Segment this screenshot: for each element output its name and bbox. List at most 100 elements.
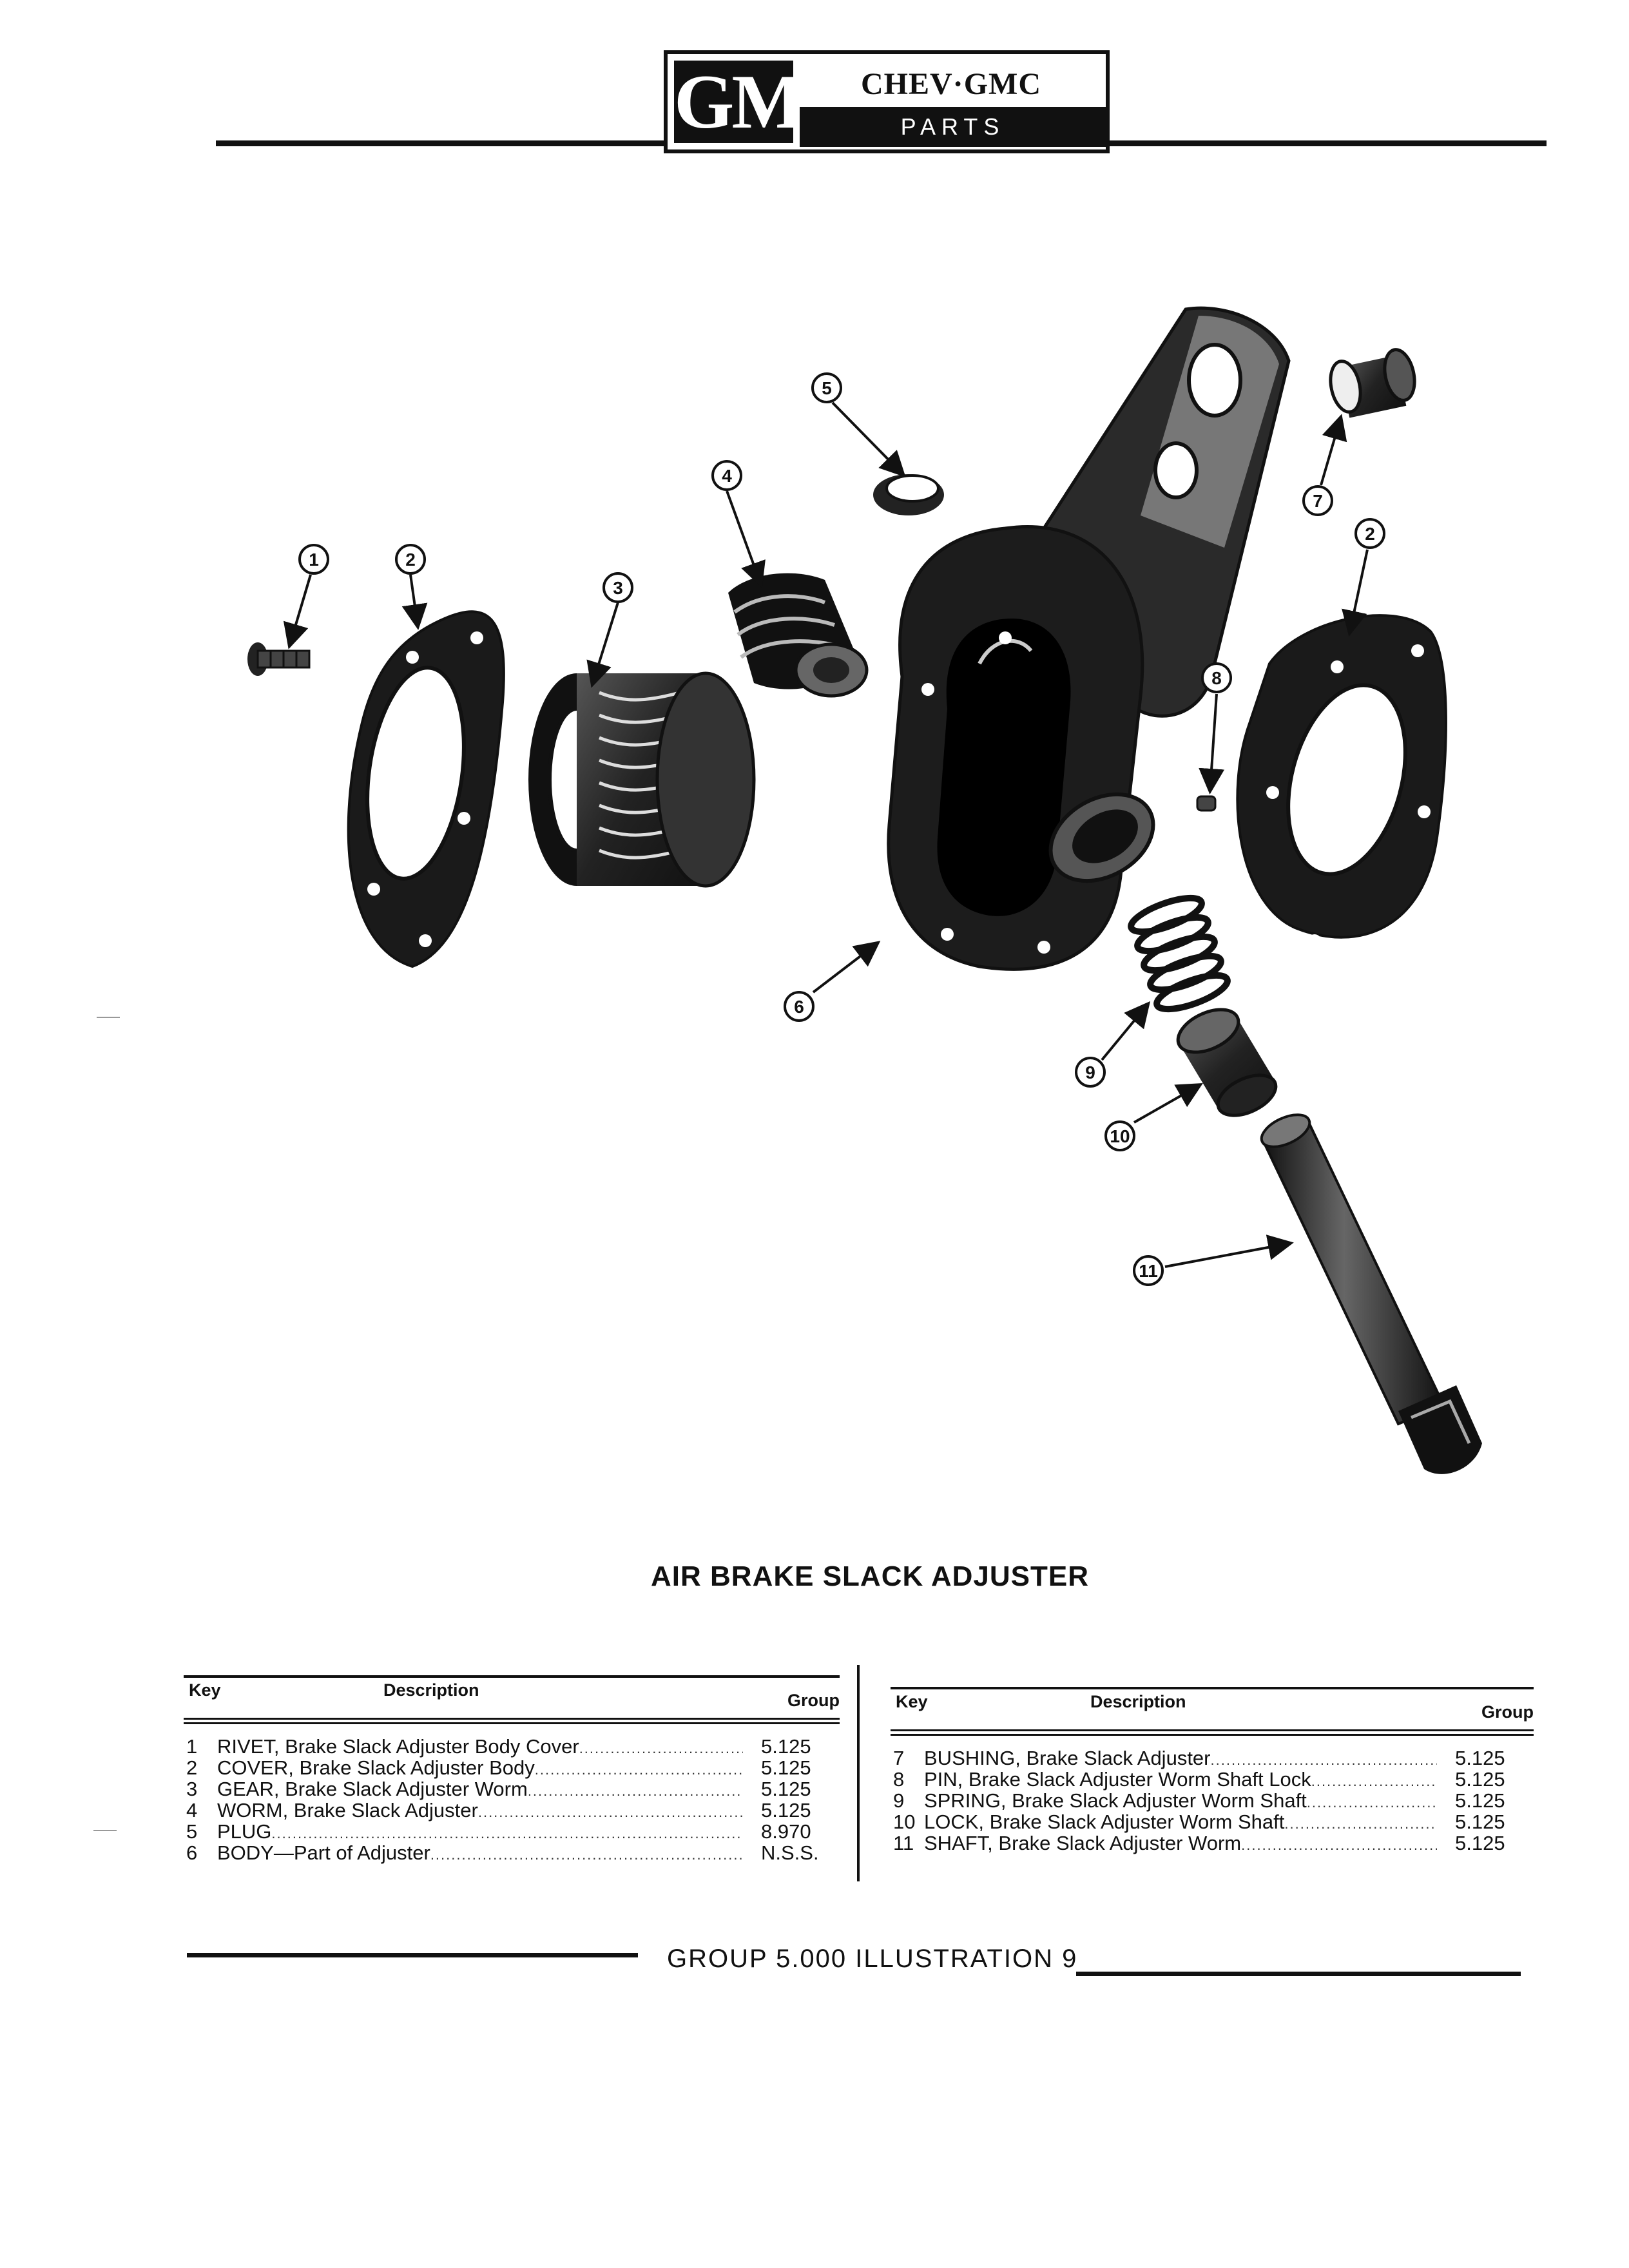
table-row: 8 PIN, Brake Slack Adjuster Worm Shaft Lo…: [891, 1769, 1534, 1790]
gm-logo-mark: GM: [674, 59, 805, 144]
part-description-text: RIVET, Brake Slack Adjuster Body Cover: [217, 1736, 579, 1758]
part-plug: [873, 474, 944, 515]
footer-rule-left: [187, 1953, 638, 1957]
table-row: 1 RIVET, Brake Slack Adjuster Body Cover 5…: [184, 1736, 840, 1757]
part-key: 10: [893, 1811, 916, 1833]
callout-number: 4: [722, 466, 732, 486]
part-group: 5.125: [761, 1799, 811, 1821]
callout-number: 5: [822, 378, 832, 398]
part-worm-gear: [528, 671, 756, 888]
scan-mark: [93, 1830, 117, 1831]
part-key: 1: [186, 1735, 198, 1758]
callout-number: 8: [1211, 668, 1222, 688]
header-description: Description: [383, 1680, 479, 1700]
part-group: 5.125: [761, 1756, 811, 1779]
figure-title: AIR BRAKE SLACK ADJUSTER: [651, 1561, 1089, 1592]
header-key: Key: [896, 1692, 928, 1711]
part-key: 5: [186, 1820, 198, 1843]
part-group: 5.125: [1455, 1747, 1505, 1769]
part-description: PLUG: [217, 1821, 743, 1844]
scan-mark: [97, 1017, 120, 1018]
table-row: 5 PLUG 8.970: [184, 1821, 840, 1842]
part-description-text: WORM, Brake Slack Adjuster: [217, 1800, 478, 1821]
callout-number: 10: [1110, 1126, 1130, 1146]
part-description-text: PLUG: [217, 1821, 272, 1843]
callout-number: 2: [1365, 524, 1375, 544]
callout-number: 6: [794, 997, 804, 1017]
part-key: 4: [186, 1799, 198, 1821]
part-description: SPRING, Brake Slack Adjuster Worm Shaft: [924, 1790, 1437, 1813]
part-cover-right: [1236, 614, 1447, 947]
part-key: 3: [186, 1778, 198, 1800]
header-group: Group: [787, 1691, 840, 1710]
part-group: 5.125: [1455, 1832, 1505, 1854]
table-header: Key Description Group: [184, 1675, 840, 1725]
table-row: 2 COVER, Brake Slack Adjuster Body 5.125: [184, 1757, 840, 1778]
callout-number: 9: [1085, 1062, 1095, 1082]
table-row: 4 WORM, Brake Slack Adjuster 5.125: [184, 1800, 840, 1821]
table-body: 1 RIVET, Brake Slack Adjuster Body Cover 5…: [184, 1736, 840, 1863]
part-description-text: SHAFT, Brake Slack Adjuster Worm: [924, 1832, 1242, 1854]
callout-number: 3: [613, 578, 623, 598]
gm-logo: GM CHEV·GMC TRUCK PARTS CATALOGUE: [664, 50, 1110, 180]
table-row: 6 BODY—Part of Adjuster N.S.S.: [184, 1842, 840, 1863]
callout-number: 11: [1139, 1261, 1158, 1281]
part-description-text: PIN, Brake Slack Adjuster Worm Shaft Loc…: [924, 1769, 1311, 1791]
part-description-text: BUSHING, Brake Slack Adjuster: [924, 1747, 1211, 1769]
part-group: 8.970: [761, 1820, 811, 1843]
table-header: Key Description Group: [891, 1687, 1534, 1737]
part-description-text: SPRING, Brake Slack Adjuster Worm Shaft: [924, 1790, 1307, 1812]
callout-number: 2: [405, 550, 416, 570]
part-description: LOCK, Brake Slack Adjuster Worm Shaft: [924, 1811, 1437, 1834]
part-description: WORM, Brake Slack Adjuster: [217, 1800, 743, 1823]
table-divider: [857, 1665, 860, 1881]
part-description: BODY—Part of Adjuster: [217, 1842, 743, 1865]
table-row: 10 LOCK, Brake Slack Adjuster Worm Shaft 5…: [891, 1811, 1534, 1832]
header-key: Key: [189, 1680, 221, 1700]
part-description: PIN, Brake Slack Adjuster Worm Shaft Loc…: [924, 1769, 1437, 1792]
part-bushing: [1329, 348, 1416, 418]
parts-table-left: Key Description Group 1 RIVET, Brake Slac…: [184, 1675, 840, 1888]
header-group: Group: [1481, 1702, 1534, 1722]
part-description: BUSHING, Brake Slack Adjuster: [924, 1747, 1437, 1771]
part-group: 5.125: [1455, 1811, 1505, 1833]
header-description: Description: [1090, 1692, 1186, 1711]
part-key: 8: [893, 1768, 905, 1791]
part-group: 5.125: [1455, 1768, 1505, 1791]
part-key: 9: [893, 1789, 905, 1812]
table-row: 11 SHAFT, Brake Slack Adjuster Worm 5.125: [891, 1832, 1534, 1854]
part-key: 7: [893, 1747, 905, 1769]
part-group: N.S.S.: [761, 1841, 819, 1864]
footer-rule-right: [1076, 1972, 1521, 1976]
table-body: 7 BUSHING, Brake Slack Adjuster 5.125 8 PIN,…: [891, 1747, 1534, 1854]
page-footer: GROUP 5.000 ILLUSTRATION 9: [667, 1945, 1078, 1973]
part-group: 5.125: [761, 1778, 811, 1800]
table-row: 7 BUSHING, Brake Slack Adjuster 5.125: [891, 1747, 1534, 1769]
table-row: 9 SPRING, Brake Slack Adjuster Worm Shaft…: [891, 1790, 1534, 1811]
part-description: GEAR, Brake Slack Adjuster Worm: [217, 1778, 743, 1802]
part-description-text: GEAR, Brake Slack Adjuster Worm: [217, 1778, 528, 1800]
callout-leaders: [283, 401, 1369, 1268]
callout-markers: [298, 372, 1385, 1286]
logo-subtitle: PARTS CATALOGUE: [800, 107, 1106, 180]
part-lock-pin: [1196, 795, 1217, 812]
part-key: 6: [186, 1841, 198, 1864]
callout-number: 1: [309, 550, 319, 570]
part-key: 2: [186, 1756, 198, 1779]
part-description-text: COVER, Brake Slack Adjuster Body: [217, 1757, 535, 1779]
part-description: COVER, Brake Slack Adjuster Body: [217, 1757, 743, 1780]
part-shaft: [1260, 1113, 1482, 1474]
part-group: 5.125: [1455, 1789, 1505, 1812]
part-worm: [728, 573, 869, 698]
part-spring: [1128, 894, 1231, 1013]
part-group: 5.125: [761, 1735, 811, 1758]
part-description: SHAFT, Brake Slack Adjuster Worm: [924, 1832, 1437, 1856]
part-key: 11: [893, 1832, 914, 1854]
parts-table-right: Key Description Group 7 BUSHING, Brake Sl…: [891, 1687, 1534, 1899]
part-description-text: BODY—Part of Adjuster: [217, 1842, 430, 1864]
part-rivet: [247, 642, 311, 676]
part-lock: [1176, 1008, 1278, 1117]
table-row: 3 GEAR, Brake Slack Adjuster Worm 5.125: [184, 1778, 840, 1800]
part-description-text: LOCK, Brake Slack Adjuster Worm Shaft: [924, 1811, 1285, 1833]
callout-number: 7: [1313, 491, 1323, 511]
